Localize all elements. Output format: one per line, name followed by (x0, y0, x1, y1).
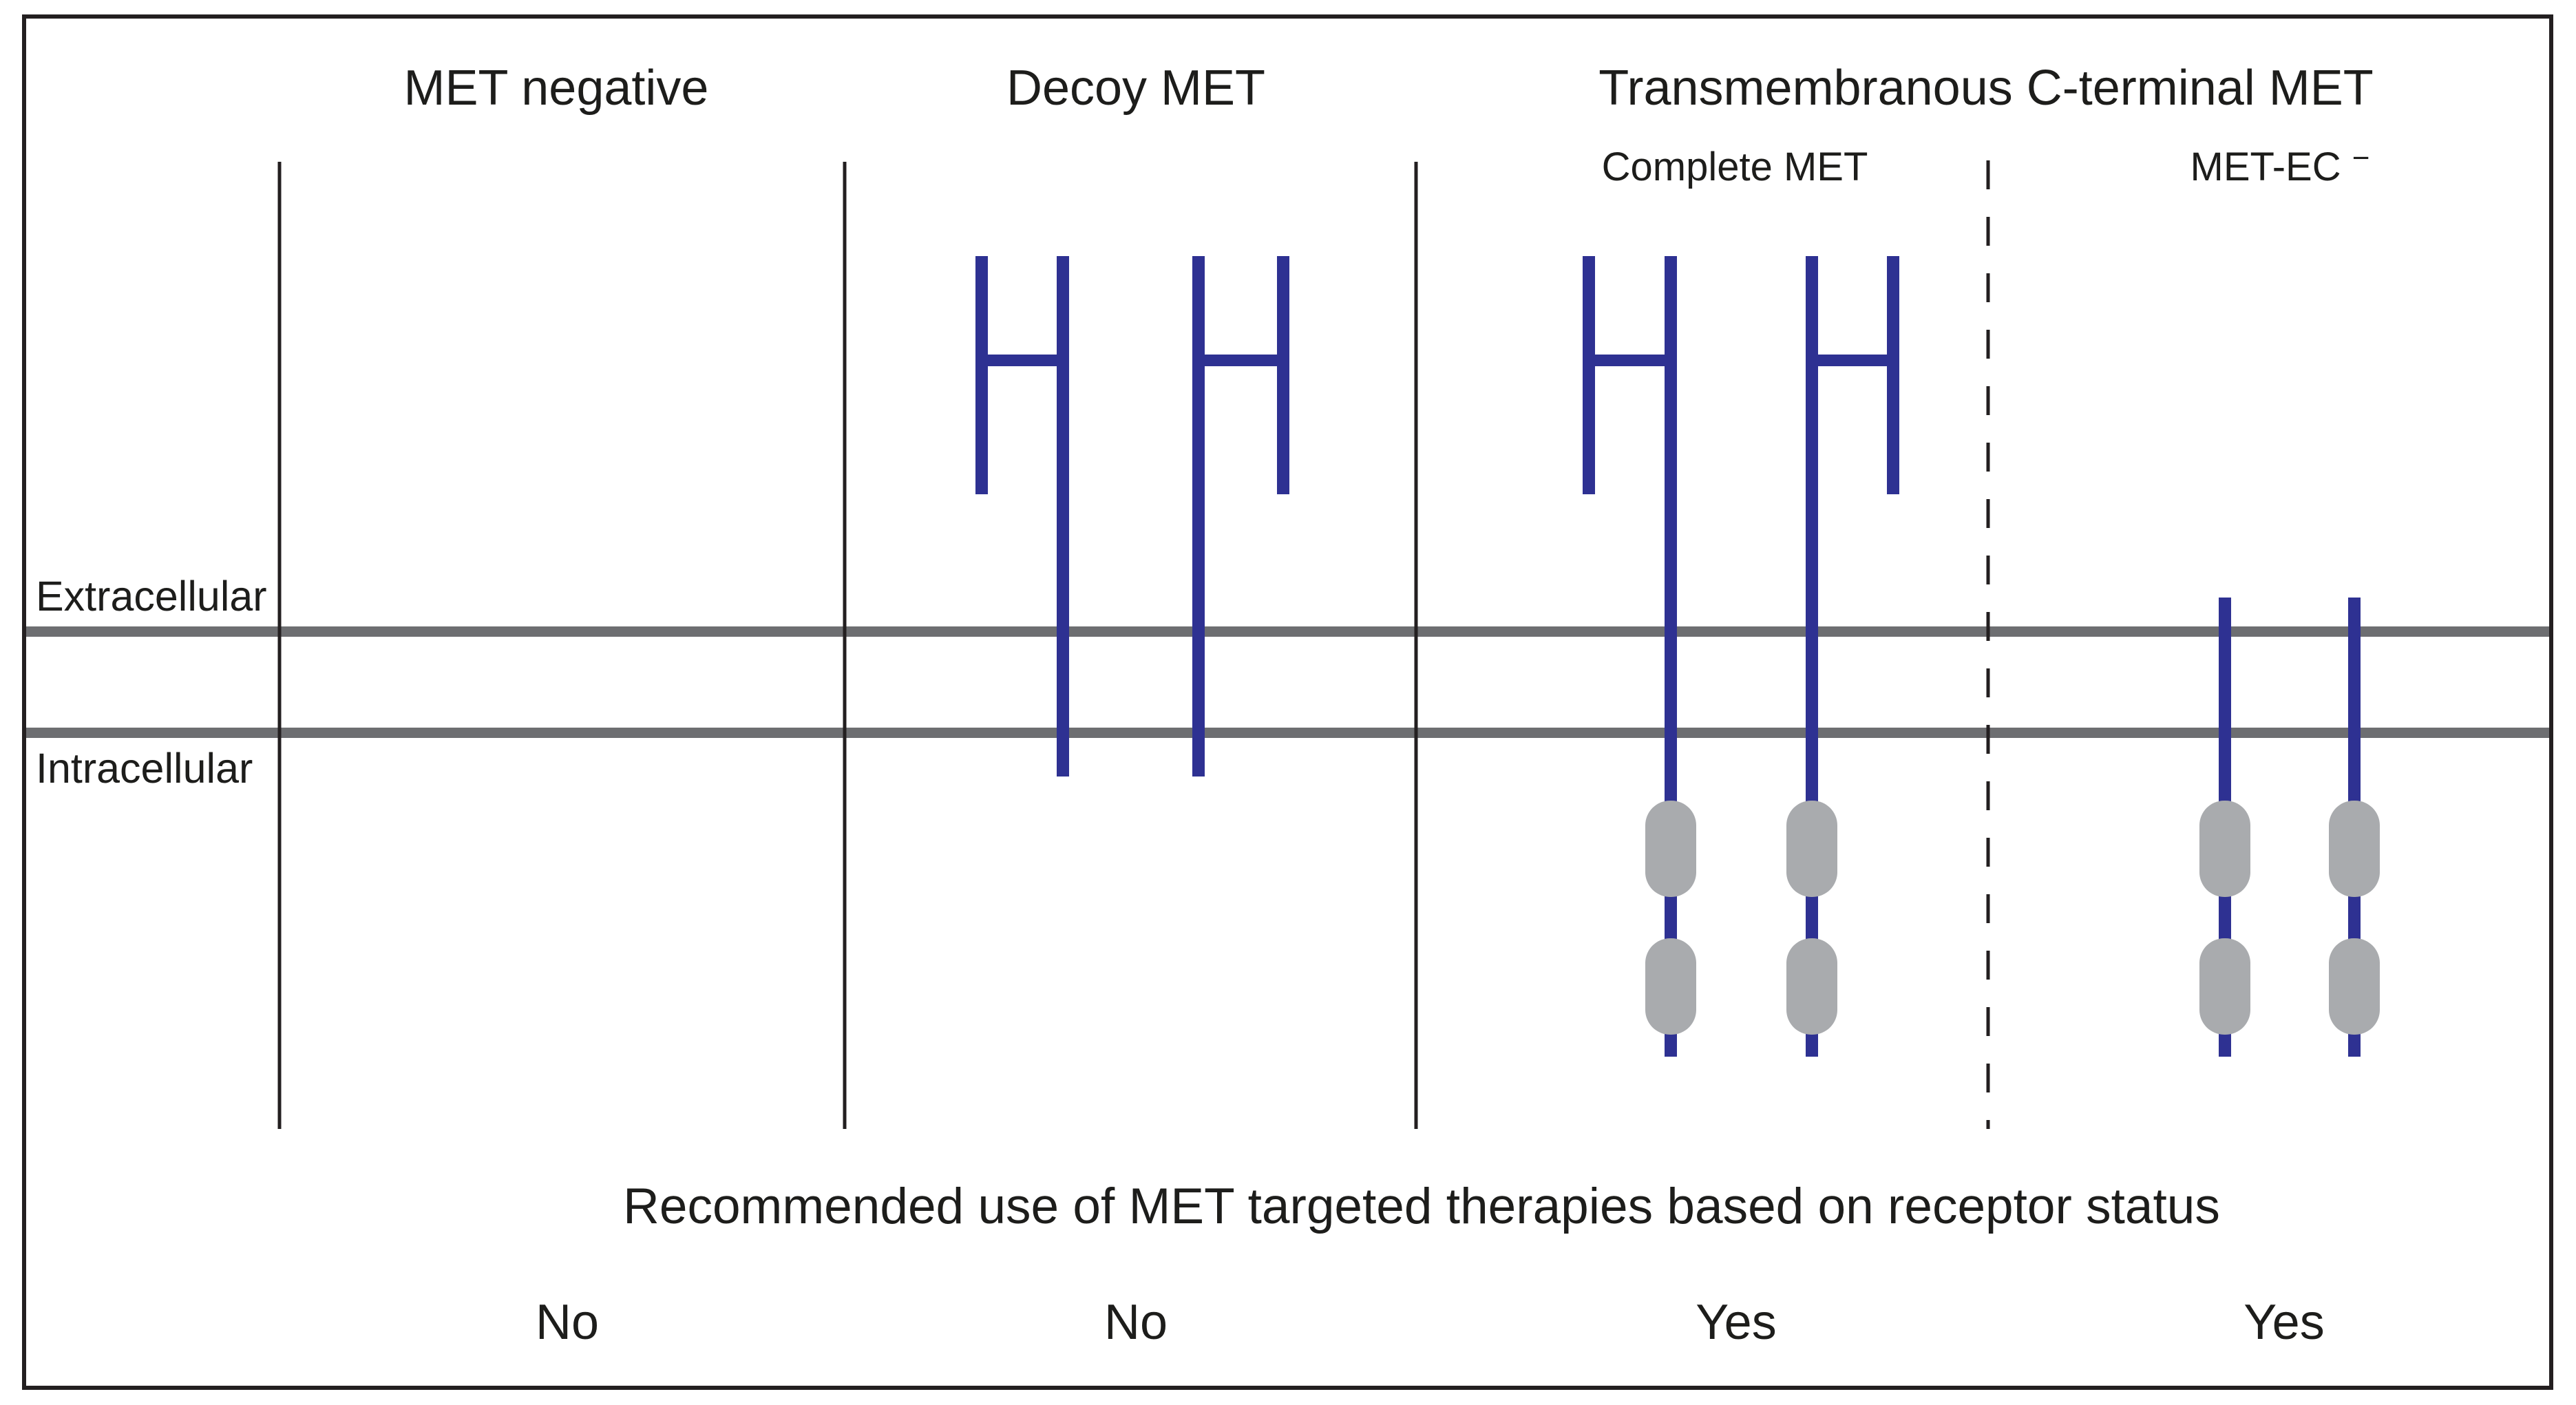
column-title-decoy-met: Decoy MET (1006, 61, 1265, 116)
receptor-crossbar (1806, 355, 1899, 366)
alpha-chain-bar (1583, 256, 1595, 494)
kinase-domain-capsule (1645, 801, 1696, 897)
decoy-met-receptor-left (975, 256, 1069, 777)
receptor-crossbar (975, 355, 1069, 366)
cell-membrane (26, 626, 2549, 738)
alpha-chain-bar (1277, 256, 1289, 494)
column-title-met-negative: MET negative (404, 61, 709, 116)
membrane-outer-line (26, 626, 2549, 637)
label-intracellular: Intracellular (36, 745, 253, 792)
receptor-crossbar (1192, 355, 1289, 366)
recommendation-row: No No Yes Yes (536, 1295, 2325, 1350)
alpha-chain-bar (975, 256, 988, 494)
recommendation-complete-met: Yes (1696, 1295, 1776, 1350)
beta-chain-bar (1057, 256, 1069, 777)
complete-met-receptor-pair (1583, 256, 1899, 1057)
sublabel-met-ec: MET-EC − (2190, 141, 2370, 189)
kinase-domain-capsule (1786, 801, 1837, 897)
sublabel-complete-met: Complete MET (1602, 145, 1868, 189)
recommendation-met-negative: No (536, 1295, 599, 1350)
complete-met-receptor-left (1583, 256, 1696, 1057)
caption-recommendation: Recommended use of MET targeted therapie… (623, 1179, 2220, 1234)
decoy-met-receptor-pair (975, 256, 1289, 777)
met-ec-receptor-left (2199, 598, 2250, 1057)
membrane-inner-line (26, 728, 2549, 738)
decoy-met-receptor-right (1192, 256, 1289, 777)
kinase-domain-capsule (1786, 938, 1837, 1035)
kinase-domain-capsule (1645, 938, 1696, 1035)
alpha-chain-bar (1887, 256, 1899, 494)
kinase-domain-capsule (2329, 801, 2380, 897)
met-ec-receptor-pair (2199, 598, 2380, 1057)
column-title-transmembranous: Transmembranous C-terminal MET (1598, 61, 2374, 116)
beta-chain-bar (1192, 256, 1205, 777)
beta-chain-bar (1806, 256, 1818, 1057)
kinase-domain-capsule (2199, 938, 2250, 1035)
figure-border (22, 14, 2553, 1390)
label-extracellular: Extracellular (36, 573, 267, 620)
met-ec-receptor-right (2329, 598, 2380, 1057)
complete-met-receptor-right (1786, 256, 1899, 1057)
recommendation-met-ec: Yes (2244, 1295, 2324, 1350)
sublabel-met-ec-superscript: − (2352, 141, 2370, 175)
kinase-domain-capsule (2329, 938, 2380, 1035)
recommendation-decoy-met: No (1104, 1295, 1168, 1350)
beta-chain-bar (1665, 256, 1677, 1057)
kinase-domain-capsule (2199, 801, 2250, 897)
sublabel-met-ec-base: MET-EC (2190, 145, 2341, 189)
receptor-crossbar (1583, 355, 1677, 366)
column-dividers (277, 160, 1990, 1129)
